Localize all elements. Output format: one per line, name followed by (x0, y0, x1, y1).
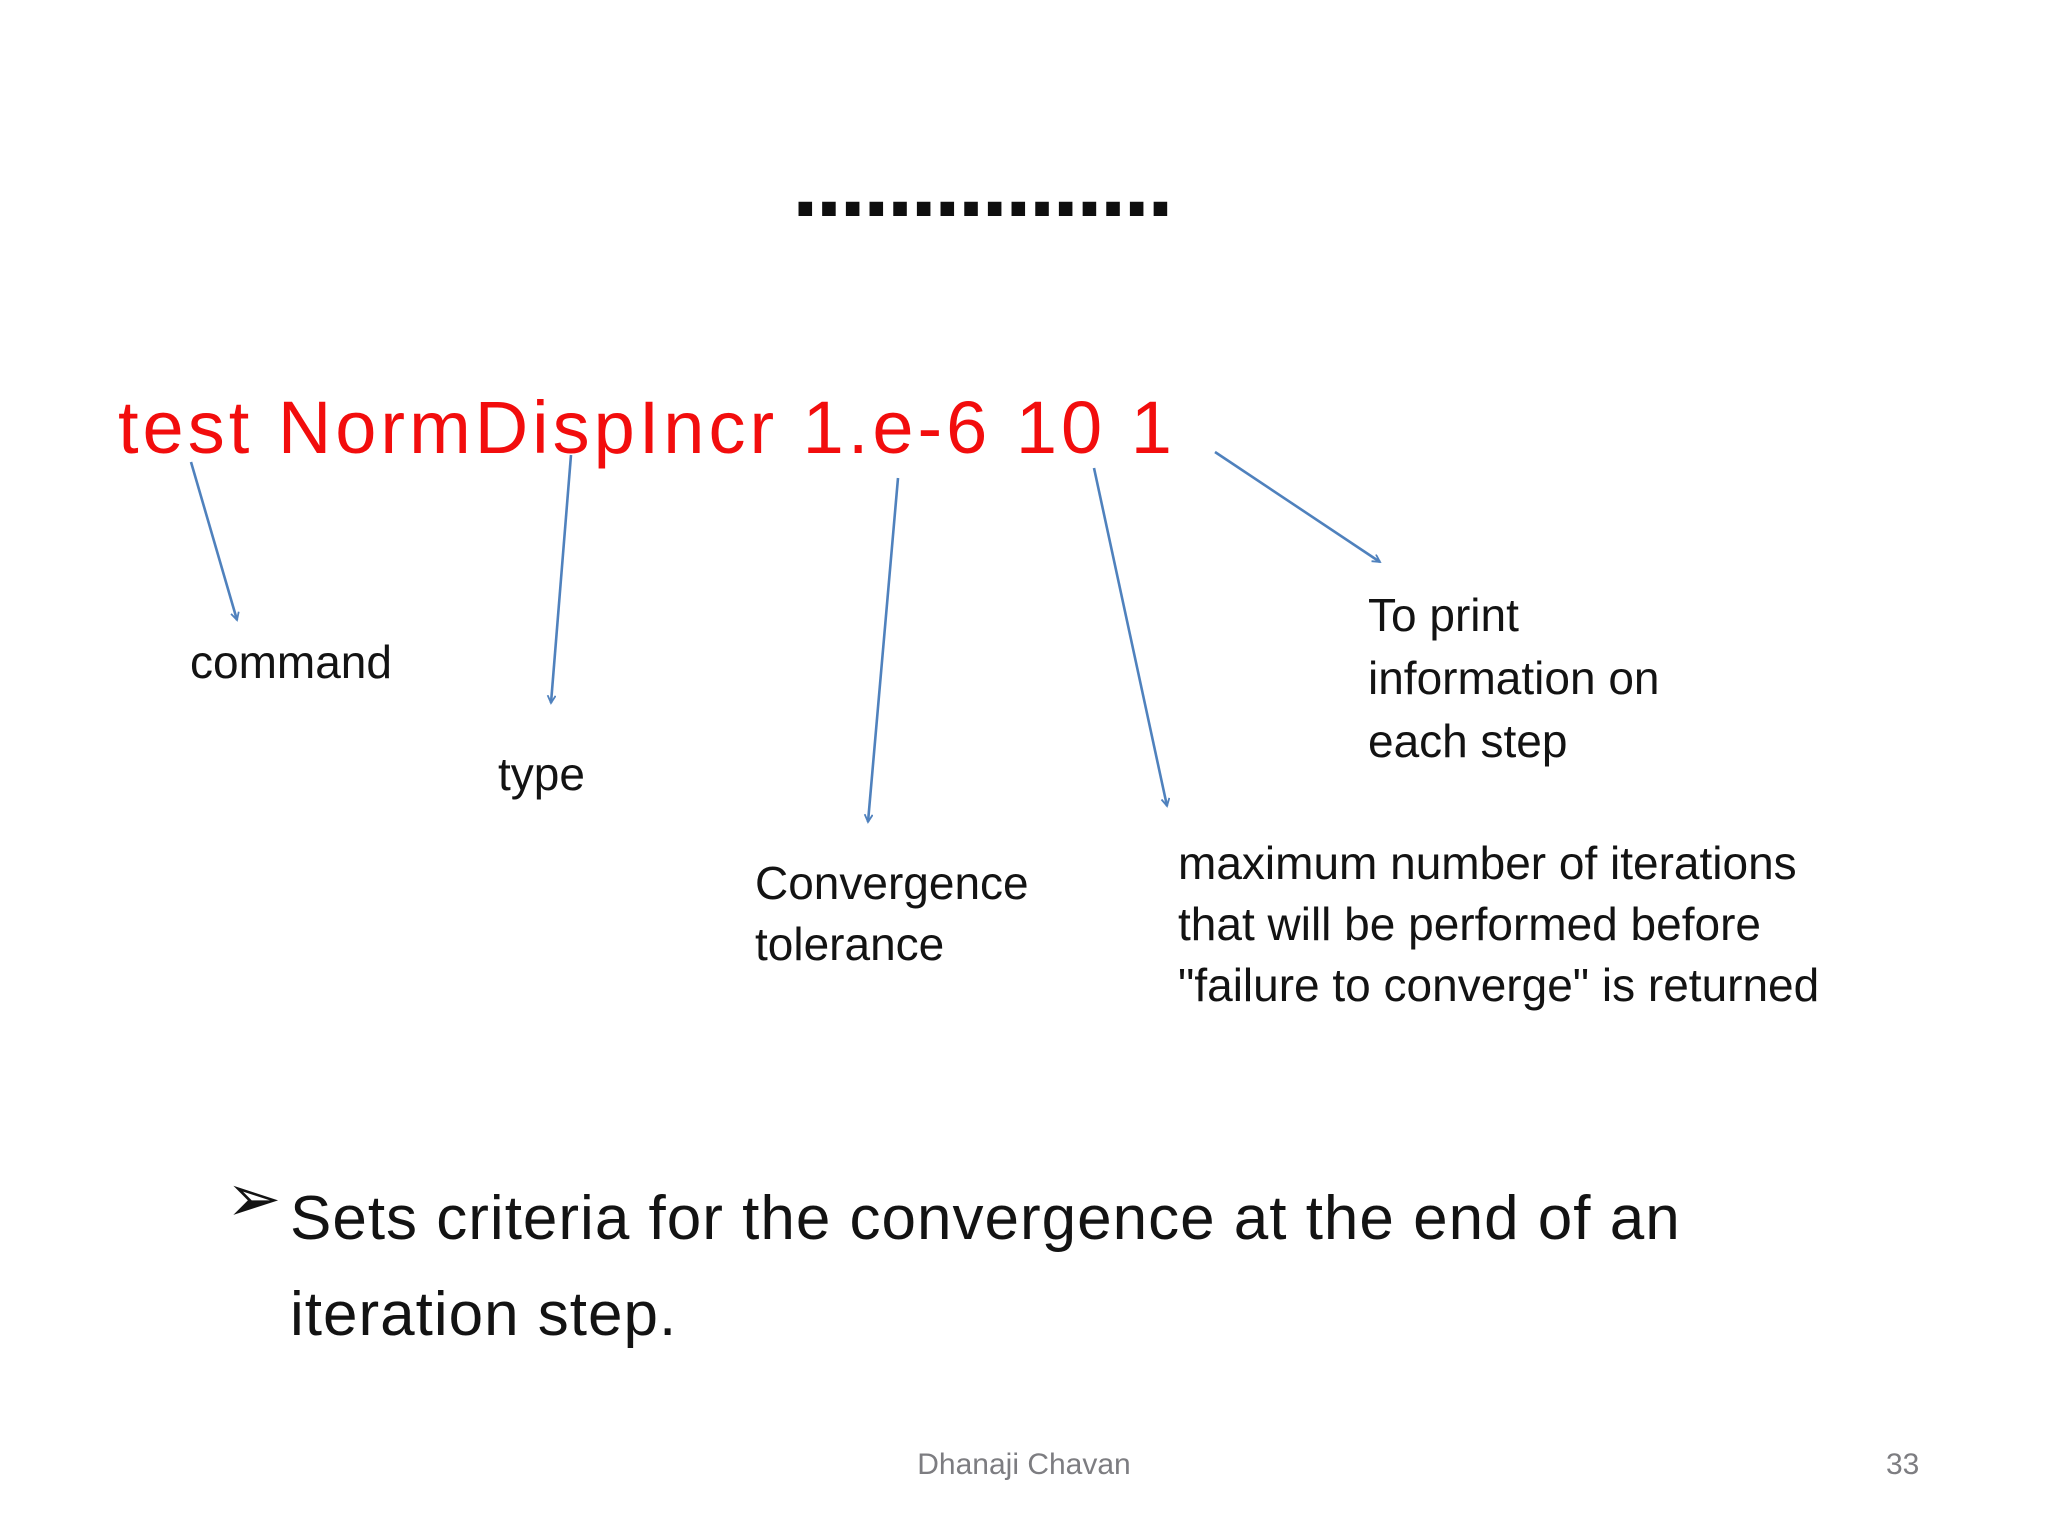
bullet-text: Sets criteria for the convergence at the… (290, 1171, 1681, 1363)
label-print-info: To print information on each step (1368, 584, 1660, 773)
label-command: command (190, 636, 392, 688)
bullet-text-line1: Sets criteria for the convergence at the… (290, 1184, 1681, 1253)
bullet-text-line2: iteration step. (290, 1280, 678, 1349)
label-convergence-tolerance-line2: tolerance (755, 918, 945, 970)
label-convergence-tolerance: Convergence tolerance (755, 853, 1029, 975)
label-max-iterations-line2: that will be performed before (1178, 898, 1761, 950)
arrow-to-command-label (189, 461, 237, 620)
arrow-to-max-iterations-label (1092, 467, 1167, 806)
arrow-to-type-label (551, 454, 573, 703)
footer-page-number: 33 (1886, 1448, 1920, 1481)
slide-title-dots: ................ (792, 130, 1174, 237)
label-print-info-line2: information on (1368, 652, 1660, 704)
command-line-text: test NormDispIncr 1.e-6 10 1 (118, 386, 1176, 469)
arrow-to-print-info-label (1214, 450, 1380, 564)
label-max-iterations-line1: maximum number of iterations (1178, 837, 1797, 889)
label-max-iterations-line3: "failure to converge" is returned (1178, 959, 1820, 1011)
footer-author: Dhanaji Chavan (917, 1448, 1131, 1481)
bullet-arrow-icon: ➢ (226, 1160, 282, 1237)
label-type: type (498, 748, 585, 800)
label-print-info-line1: To print (1368, 589, 1519, 641)
arrow-to-tolerance-label (868, 477, 900, 822)
label-convergence-tolerance-line1: Convergence (755, 857, 1029, 909)
label-max-iterations: maximum number of iterations that will b… (1178, 833, 1819, 1016)
label-print-info-line3: each step (1368, 715, 1568, 767)
